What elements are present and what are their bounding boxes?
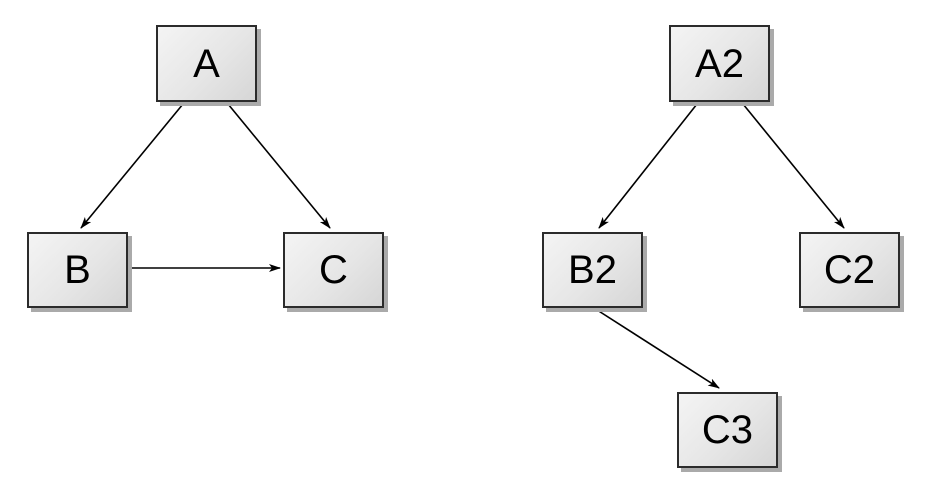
edge-A2-C2 [742, 103, 845, 229]
node-label-C: C [319, 248, 348, 292]
node-label-A2: A2 [695, 41, 744, 86]
node-label-A: A [193, 41, 220, 86]
edge-B2-C3 [593, 307, 720, 389]
node-A2[interactable]: A2 [669, 25, 770, 102]
node-B[interactable]: B [27, 232, 128, 308]
edge-A-B [80, 103, 184, 229]
node-C3[interactable]: C3 [677, 392, 778, 468]
node-B2[interactable]: B2 [542, 232, 643, 308]
node-label-C3: C3 [701, 408, 754, 452]
edge-A2-B2 [598, 103, 698, 229]
node-C[interactable]: C [283, 232, 384, 308]
node-label-B2: B2 [568, 248, 617, 292]
node-A[interactable]: A [156, 25, 257, 102]
node-label-C2: C2 [823, 248, 876, 292]
node-label-B: B [64, 248, 91, 292]
edge-A-C [227, 103, 331, 229]
node-C2[interactable]: C2 [799, 232, 900, 308]
